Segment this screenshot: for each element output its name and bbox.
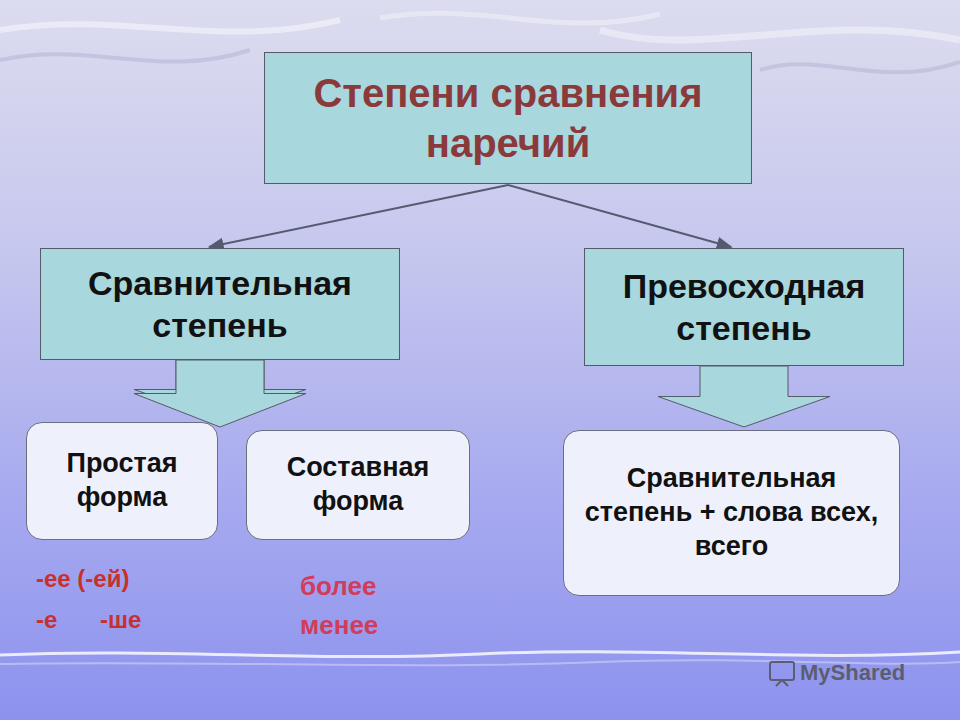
box-text: Составная форма — [258, 451, 458, 519]
wave — [380, 13, 660, 23]
heading-box: Степени сравнения наречий — [264, 52, 752, 184]
wave — [760, 62, 960, 72]
form-box: Простая форма — [26, 422, 218, 540]
suffix-label: -ше — [100, 606, 141, 634]
box-text: Сравнительная степень — [55, 262, 385, 347]
form-box: Составная форма — [246, 430, 470, 540]
connector-arrow — [508, 185, 731, 247]
watermark-icon — [770, 662, 794, 686]
block-arrow — [134, 360, 306, 427]
wave — [600, 30, 960, 40]
connector-arrow — [209, 185, 508, 247]
heading-box: Сравнительная степень — [40, 248, 400, 360]
box-text: Простая форма — [37, 447, 207, 515]
wave — [0, 50, 250, 62]
suffix-label: более — [300, 571, 376, 602]
suffix-label: менее — [300, 610, 378, 641]
box-text: Превосходная степень — [594, 265, 894, 350]
watermark: MyShared — [800, 660, 905, 686]
block-arrow — [658, 366, 830, 427]
box-text: Сравнительная степень + слова всех, всег… — [582, 462, 882, 563]
form-box: Сравнительная степень + слова всех, всег… — [563, 430, 900, 596]
suffix-label: -е — [36, 606, 57, 634]
wave — [0, 20, 340, 32]
suffix-label: -ее (-ей) — [36, 565, 129, 593]
floor-line — [0, 652, 960, 657]
box-text: Степени сравнения наречий — [298, 68, 718, 168]
heading-box: Превосходная степень — [584, 248, 904, 366]
